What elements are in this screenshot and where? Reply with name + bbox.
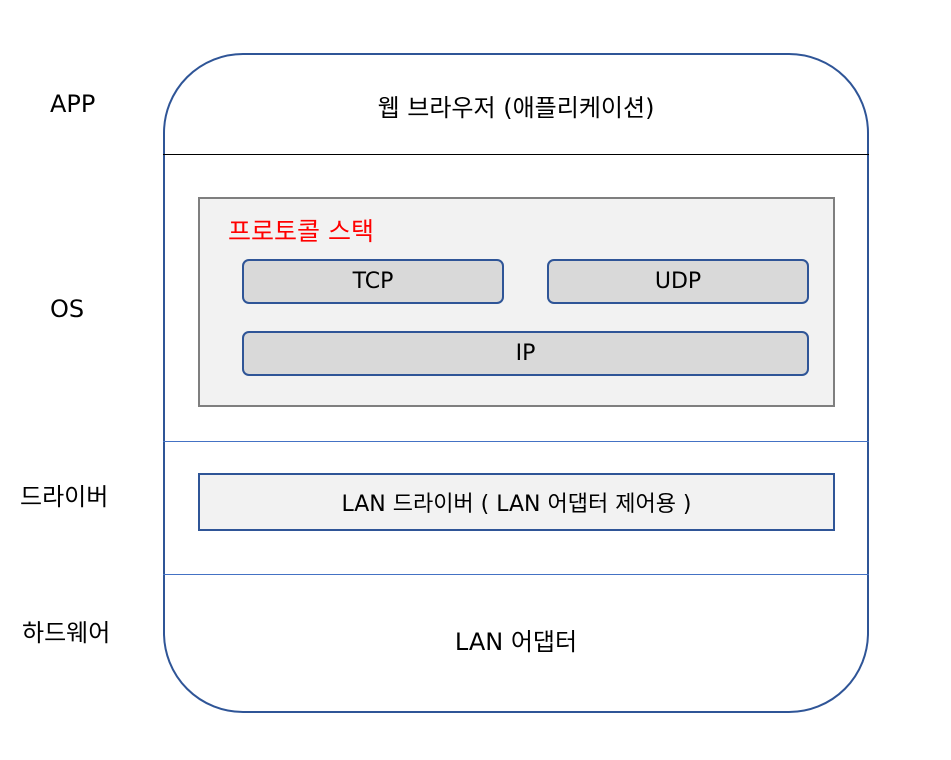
driver-hardware-divider <box>163 574 869 575</box>
layer-label-app: APP <box>50 90 96 118</box>
lan-driver-box: LAN 드라이버 ( LAN 어댑터 제어용 ) <box>198 473 835 531</box>
layer-label-os: OS <box>50 295 85 323</box>
tcp-box: TCP <box>242 259 504 304</box>
system-container <box>163 53 869 713</box>
layer-label-hardware: 하드웨어 <box>22 619 111 647</box>
protocol-stack-title: 프로토콜 스택 <box>228 217 374 246</box>
web-browser-label: 웹 브라우저 (애플리케이션) <box>377 94 655 122</box>
os-driver-divider <box>163 441 869 442</box>
layer-label-driver: 드라이버 <box>20 483 109 511</box>
lan-adapter-label: LAN 어댑터 <box>454 628 578 656</box>
app-os-divider <box>163 154 869 155</box>
ip-box: IP <box>242 331 809 376</box>
udp-box: UDP <box>547 259 809 304</box>
